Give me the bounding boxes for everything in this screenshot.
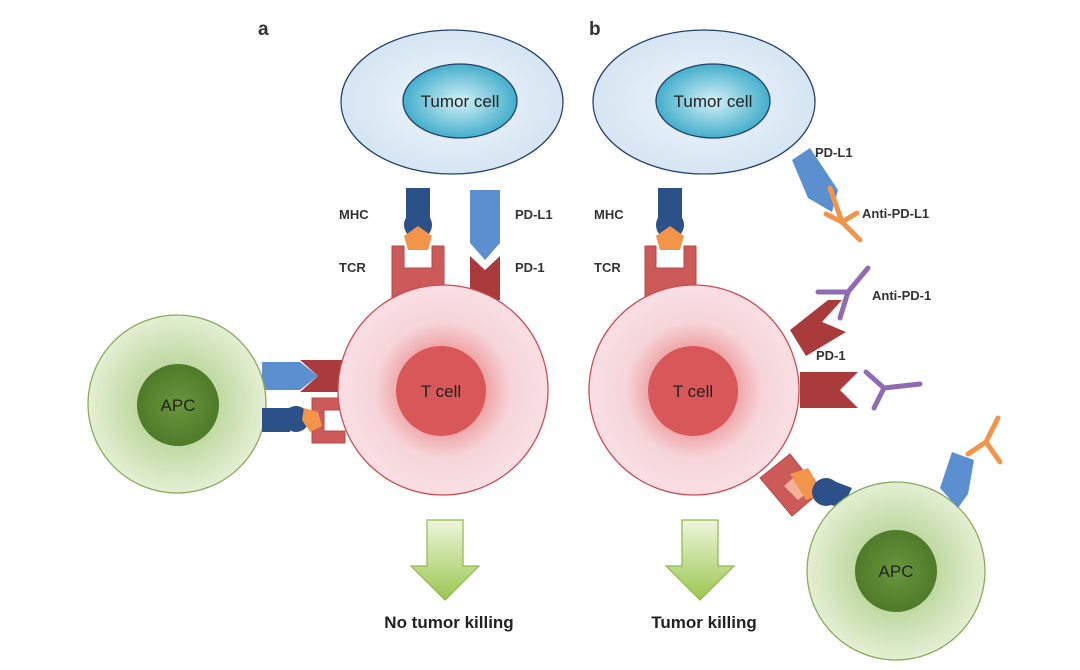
- panel-b-anti-pd-l1-label: Anti-PD-L1: [862, 206, 929, 221]
- panel-a-apc: APC: [87, 314, 267, 494]
- panel-a-arrow: [409, 519, 481, 601]
- panel-b-pd-1-upper: [790, 300, 846, 356]
- panel-a-t-cell-label: T cell: [421, 382, 461, 401]
- panel-b-anti-pd-1-lower: [863, 369, 923, 411]
- panel-b-t-cell: T cell: [588, 284, 800, 496]
- panel-a-pd-1-molecule: [470, 256, 500, 300]
- panel-b-anti-pd-1-upper: [815, 265, 871, 321]
- panel-a-outcome: No tumor killing: [384, 613, 513, 632]
- panel-a-pd-1-label: PD-1: [515, 260, 545, 275]
- panel-b-pd-l1-molecule: [792, 148, 838, 212]
- panel-b-tumor-cell: Tumor cell: [592, 29, 816, 175]
- panel-a-tcr-label: TCR: [339, 260, 366, 275]
- panel-a-letter: a: [258, 19, 269, 40]
- panel-b-apc-anti-pd-l1: [965, 415, 1003, 465]
- panel-b-apc: APC: [806, 481, 986, 661]
- panel-a-t-cell: T cell: [337, 284, 549, 496]
- panel-a-apc-label: APC: [161, 396, 196, 415]
- panel-a-apc-nucleus: [137, 364, 219, 446]
- panel-b-tumor-nucleus: [655, 63, 771, 139]
- panel-b-pd-l1-label: PD-L1: [815, 145, 853, 160]
- panel-b-letter: b: [589, 19, 601, 40]
- panel-b-anti-pd-l1-antibody: [823, 185, 863, 243]
- panel-a: a Tumor cell MHC TCR PD-L1 PD-1: [87, 19, 564, 632]
- panel-b-t-cell-label: T cell: [673, 382, 713, 401]
- panel-b-tumor-label: Tumor cell: [674, 92, 753, 111]
- panel-b: b Tumor cell MHC TCR PD-L1 Anti-PD-L1 An…: [588, 19, 1003, 661]
- panel-b-apc-pd-l1: [940, 452, 974, 508]
- panel-b-mhc-molecule: [656, 188, 684, 250]
- panel-a-antigen: [404, 226, 432, 250]
- panel-b-apc-nucleus: [855, 530, 937, 612]
- panel-a-tumor-nucleus: [402, 63, 518, 139]
- panel-b-pd-1-lower: [800, 372, 858, 408]
- panel-b-pd-1-label: PD-1: [816, 348, 846, 363]
- panel-a-pd-l1-molecule: [470, 190, 500, 260]
- panel-b-arrow: [664, 519, 736, 601]
- panel-b-antigen: [656, 226, 684, 250]
- panel-a-pd-1-left: [300, 360, 348, 392]
- panel-a-apc-mhc: [262, 406, 322, 432]
- panel-b-outcome: Tumor killing: [651, 613, 756, 632]
- panel-a-mhc-label: MHC: [339, 207, 369, 222]
- panel-a-tumor-label: Tumor cell: [421, 92, 500, 111]
- panel-b-anti-pd-1-label: Anti-PD-1: [872, 288, 931, 303]
- panel-a-t-cell-nucleus: [396, 346, 486, 436]
- panel-b-apc-label: APC: [879, 562, 914, 581]
- panel-b-tcr-label: TCR: [594, 260, 621, 275]
- panel-a-mhc-molecule: [404, 188, 432, 250]
- panel-a-tumor-cell: Tumor cell: [340, 29, 564, 175]
- panel-a-apc-pd-l1: [262, 362, 318, 390]
- panel-b-t-cell-nucleus: [648, 346, 738, 436]
- panel-b-mhc-label: MHC: [594, 207, 624, 222]
- panel-a-pd-l1-label: PD-L1: [515, 207, 553, 222]
